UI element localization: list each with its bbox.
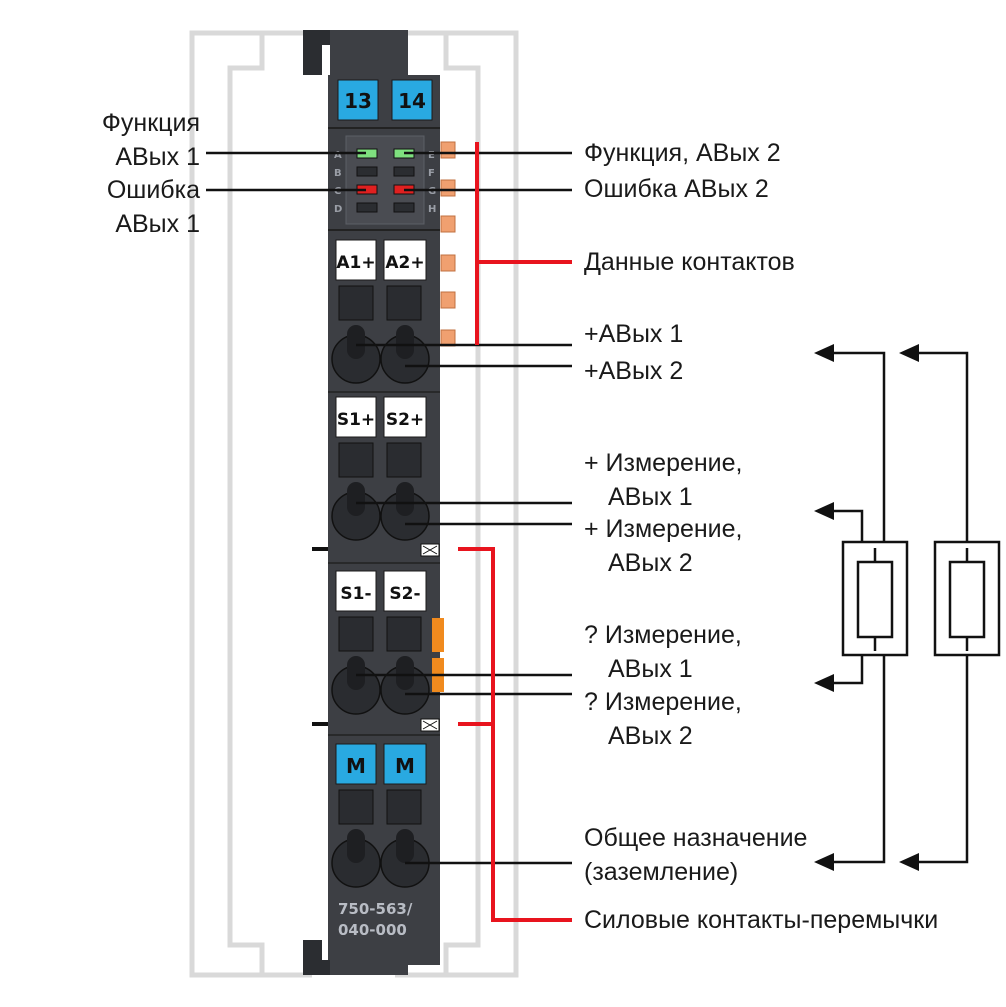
label-plus-aout1: +АВых 1 bbox=[584, 320, 684, 348]
led-b bbox=[356, 166, 378, 177]
part-number-line2: 040-000 bbox=[338, 921, 407, 939]
label-func-aout1: Функция АВых 1 bbox=[102, 106, 200, 174]
top-terminal-14-label: 14 bbox=[398, 89, 426, 113]
label-error-aout1: Ошибка АВых 1 bbox=[107, 173, 200, 241]
terminal-m2-label: M bbox=[395, 754, 415, 778]
terminal-s1plus-label: S1+ bbox=[337, 410, 375, 430]
terminal-s2minus-label: S2- bbox=[389, 584, 420, 604]
label-plus-aout2: +АВых 2 bbox=[584, 357, 684, 385]
led-letter-a: A bbox=[334, 150, 342, 161]
led-d bbox=[356, 202, 378, 213]
label-error-aout1-line1: Ошибка bbox=[106, 176, 200, 204]
terminal-a1-label: A1+ bbox=[336, 253, 375, 273]
led-h bbox=[393, 202, 415, 213]
top-terminal-13-label: 13 bbox=[344, 89, 372, 113]
led-letter-c: C bbox=[334, 186, 341, 197]
din-rail bbox=[189, 30, 519, 978]
label-meas-minus-2-line2: АВых 2 bbox=[608, 722, 693, 750]
label-meas-minus-1: ? Измерение, АВых 1 bbox=[584, 618, 742, 686]
power-jumper-contact-lower bbox=[312, 718, 440, 732]
label-meas-plus-2-line1: + Измерение, bbox=[584, 515, 743, 543]
led-letter-b: B bbox=[334, 168, 342, 179]
part-number-line1: 750-563/ bbox=[338, 900, 413, 918]
label-meas-minus-1-line1: ? Измерение, bbox=[584, 621, 742, 649]
label-meas-plus-1-line1: + Измерение, bbox=[584, 449, 743, 477]
terminal-row-m: M M bbox=[331, 743, 430, 888]
label-error-aout1-line2: АВых 1 bbox=[115, 210, 200, 238]
led-letter-d: D bbox=[334, 204, 342, 215]
label-common-line2: (заземление) bbox=[584, 858, 739, 886]
terminal-m1-label: M bbox=[346, 754, 366, 778]
top-terminal-13: 13 bbox=[337, 79, 379, 121]
label-meas-minus-2: ? Измерение, АВых 2 bbox=[584, 685, 742, 753]
label-meas-minus-1-line2: АВых 1 bbox=[608, 655, 693, 683]
led-letter-e: E bbox=[428, 150, 435, 161]
label-meas-minus-2-line1: ? Измерение, bbox=[584, 688, 742, 716]
terminal-row-s-minus: S1- S2- bbox=[331, 570, 444, 715]
label-func-aout2: Функция, АВых 2 bbox=[584, 139, 781, 167]
arrow-heads bbox=[814, 344, 919, 871]
label-meas-plus-1: + Измерение, АВых 1 bbox=[584, 446, 743, 514]
led-f bbox=[393, 166, 415, 177]
label-common-line1: Общее назначение bbox=[584, 824, 808, 852]
external-wiring bbox=[832, 351, 1001, 864]
led-letter-g: G bbox=[428, 186, 436, 197]
terminal-row-a: A1+ A2+ bbox=[331, 239, 430, 384]
data-contacts bbox=[440, 141, 456, 347]
terminal-s1minus-label: S1- bbox=[340, 584, 371, 604]
label-error-aout2: Ошибка АВых 2 bbox=[584, 175, 769, 203]
label-meas-plus-2-line2: АВых 2 bbox=[608, 549, 693, 577]
label-meas-plus-1-line2: АВых 1 bbox=[608, 483, 693, 511]
terminal-s2plus-label: S2+ bbox=[386, 410, 424, 430]
label-common-ground: Общее назначение (заземление) bbox=[584, 821, 807, 889]
red-brackets bbox=[458, 142, 572, 922]
label-power-jumper: Силовые контакты-перемычки bbox=[584, 906, 939, 934]
label-data-contacts: Данные контактов bbox=[584, 248, 795, 276]
led-panel: A B C D E F G H bbox=[334, 135, 436, 225]
top-terminal-14: 14 bbox=[391, 79, 433, 121]
label-meas-plus-2: + Измерение, АВых 2 bbox=[584, 512, 743, 580]
label-func-aout1-line1: Функция bbox=[101, 109, 200, 137]
power-jumper-contact-upper bbox=[312, 543, 440, 557]
leader-lines bbox=[206, 151, 572, 865]
terminal-a2-label: A2+ bbox=[385, 253, 424, 273]
label-func-aout1-line2: АВых 1 bbox=[115, 143, 200, 171]
led-letter-f: F bbox=[428, 168, 435, 179]
led-letter-h: H bbox=[428, 204, 436, 215]
orange-power-contact-1 bbox=[432, 618, 444, 652]
